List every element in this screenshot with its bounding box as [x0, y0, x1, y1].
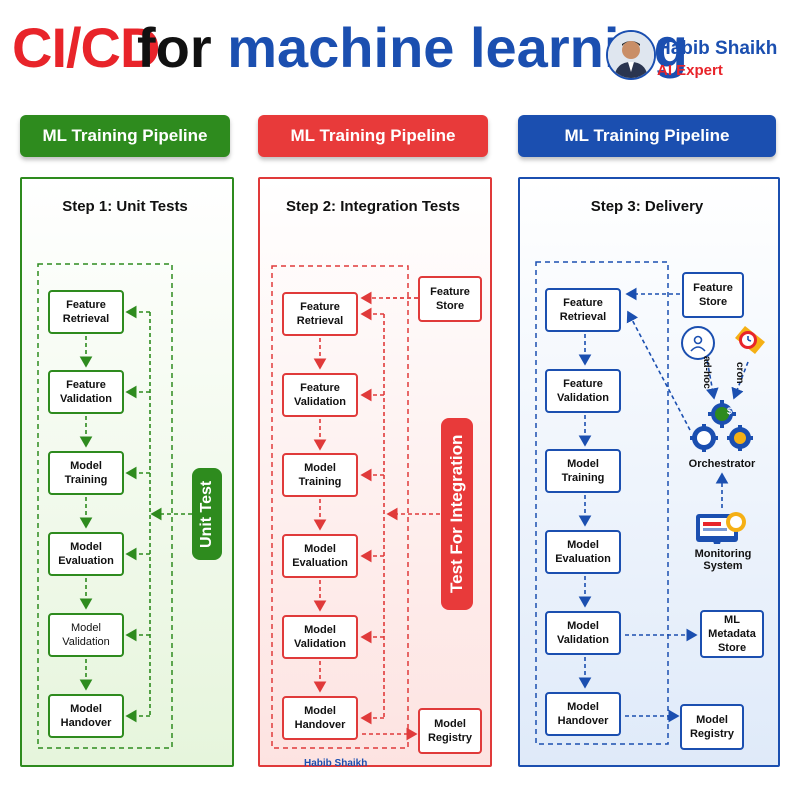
node-line: Handover [557, 715, 609, 727]
node-line: Feature [300, 301, 340, 313]
node-line: Retrieval [296, 315, 344, 327]
node-line: Validation [62, 636, 110, 648]
node-line: Model [70, 541, 102, 553]
node-line: Model [567, 458, 599, 470]
node-line: Store [717, 642, 747, 654]
node-line: Training [561, 472, 605, 484]
monitoring-line: Monitoring [694, 548, 752, 560]
watermark: Habib Shaikh [304, 758, 368, 769]
dollar-sign: $ [727, 406, 733, 416]
node-line: Model [71, 622, 101, 634]
node-line: Feature [66, 299, 106, 311]
monitoring-line: System [703, 560, 743, 572]
node-line: Validation [60, 393, 112, 405]
node-line: Feature [300, 382, 340, 394]
node-line: Metadata [708, 628, 756, 640]
node-line: Validation [557, 634, 609, 646]
node-line: Model [304, 705, 336, 717]
node-line: Evaluation [292, 557, 348, 569]
node-line: Feature [430, 286, 470, 298]
node-line: Validation [294, 638, 346, 650]
node-line: Model [434, 718, 466, 730]
node-line: Model [567, 539, 599, 551]
alarm-clock-icon [733, 324, 767, 358]
title-cicd: CI/CD [12, 16, 160, 79]
orchestrator-label: Orchestrator [688, 458, 756, 470]
node-line: Validation [557, 392, 609, 404]
node-line: Feature [563, 297, 603, 309]
node-line: Retrieval [62, 313, 110, 325]
author-role: AI Expert [657, 62, 723, 79]
node-line: Evaluation [555, 553, 611, 565]
node-line: Model [567, 620, 599, 632]
column-header: ML Training Pipeline [20, 115, 230, 157]
node-line: Evaluation [58, 555, 114, 567]
node-line: Feature [563, 378, 603, 390]
node-line: Store [435, 300, 465, 312]
author-avatar [606, 30, 656, 80]
node-line: Retrieval [559, 311, 607, 323]
node-line: Handover [60, 717, 112, 729]
author-name: Habib Shaikh [657, 38, 778, 59]
node-line: Model [304, 462, 336, 474]
orchestrator-gears-icon [688, 400, 756, 456]
user-icon [681, 326, 715, 360]
node-line: Model [304, 543, 336, 555]
column-header: ML Training Pipeline [258, 115, 488, 157]
node-line: Model [696, 714, 728, 726]
node-line: Registry [427, 732, 473, 744]
node-line: ML [724, 614, 740, 626]
node-line: Model [304, 624, 336, 636]
node-line: Registry [689, 728, 735, 740]
step-title: Step 3: Delivery [590, 198, 704, 215]
node-line: Feature [66, 379, 106, 391]
adhoc-label: ad-hoc [701, 356, 712, 389]
cron-label: cron [734, 362, 745, 384]
node-line: Handover [294, 719, 346, 731]
node-line: Training [64, 474, 108, 486]
monitoring-label: Monitoring System [686, 548, 760, 572]
node-line: Training [298, 476, 342, 488]
monitoring-dashboard-icon [694, 508, 750, 546]
node-line: Feature [693, 282, 733, 294]
node-line: Model [70, 703, 102, 715]
step-title: Step 2: Integration Tests [286, 198, 460, 215]
column-header: ML Training Pipeline [518, 115, 776, 157]
node-line: Validation [294, 396, 346, 408]
title-for: for [137, 16, 212, 79]
node-line: Model [70, 460, 102, 472]
node-line: Model [567, 701, 599, 713]
step-title: Step 1: Unit Tests [62, 198, 188, 215]
node-line: Store [698, 296, 728, 308]
